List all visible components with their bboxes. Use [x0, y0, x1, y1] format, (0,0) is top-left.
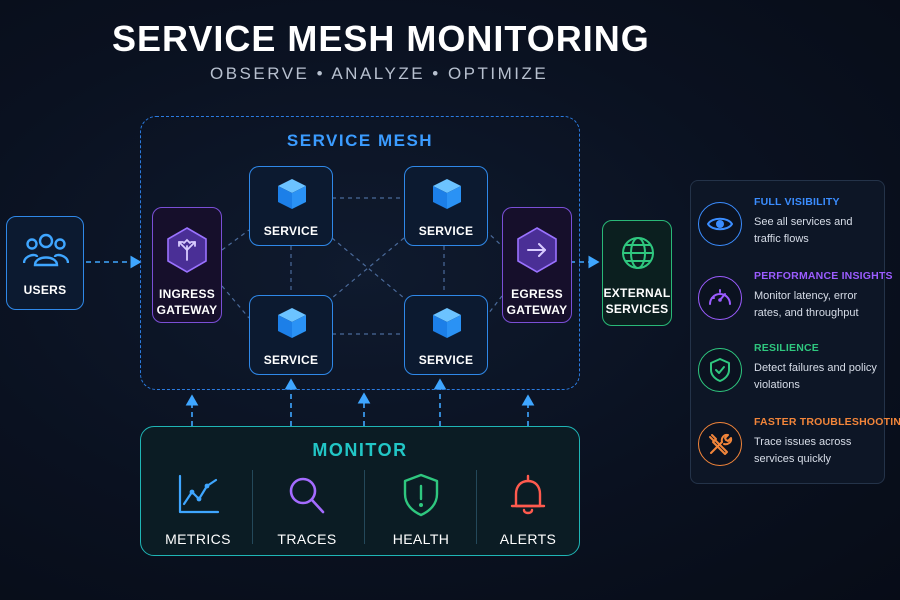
benefit-description: See all services and traffic flows — [754, 216, 853, 245]
monitor-divider — [252, 470, 253, 544]
shield-check-icon — [710, 358, 730, 382]
monitor-metrics-label: METRICS — [165, 531, 231, 547]
cube-icon — [278, 308, 306, 338]
monitor-alerts[interactable]: ALERTS — [473, 472, 583, 547]
benefit-title: FASTER TROUBLESHOOTING — [754, 416, 900, 428]
egress-label-line2: GATEWAY — [506, 303, 568, 317]
service-label: SERVICE — [418, 353, 474, 367]
service-mesh-container — [140, 116, 580, 390]
bell-icon — [510, 474, 546, 515]
globe-icon — [622, 237, 654, 269]
shield-alert-icon — [403, 473, 439, 517]
egress-label-line1: EGRESS — [511, 287, 563, 301]
benefit-full-visibility: FULL VISIBILITY See all services and tra… — [698, 196, 883, 258]
benefit-faster-troubleshooting: FASTER TROUBLESHOOTING Trace issues acro… — [698, 416, 900, 478]
ingress-gateway-node[interactable]: INGRESS GATEWAY — [152, 207, 222, 323]
arrow-right-icon — [517, 227, 557, 273]
service-label: SERVICE — [418, 224, 474, 238]
monitor-alerts-label: ALERTS — [499, 531, 557, 547]
benefit-description: Trace issues across services quickly — [754, 436, 852, 465]
eye-icon — [707, 217, 733, 231]
service-label: SERVICE — [263, 353, 319, 367]
external-label-line1: EXTERNAL — [603, 286, 671, 300]
benefit-title: PERFORMANCE INSIGHTS — [754, 270, 893, 282]
egress-gateway-node[interactable]: EGRESS GATEWAY — [502, 207, 572, 323]
external-label-line2: SERVICES — [605, 302, 669, 316]
gauge-icon — [709, 289, 731, 305]
benefit-description: Monitor latency, error rates, and throug… — [754, 290, 859, 319]
benefit-title: FULL VISIBILITY — [754, 196, 840, 208]
page-subtitle: OBSERVE • ANALYZE • OPTIMIZE — [210, 64, 549, 83]
service-node-4[interactable]: SERVICE — [404, 295, 488, 375]
link-ingress-bottom — [221, 285, 250, 319]
magnifier-icon — [289, 477, 325, 514]
service-node-2[interactable]: SERVICE — [404, 166, 488, 246]
line-chart-icon — [178, 474, 220, 514]
monitor-traces-label: TRACES — [277, 531, 337, 547]
users-label: USERS — [23, 283, 67, 297]
monitor-title: MONITOR — [312, 440, 408, 460]
users-icon — [23, 233, 69, 267]
monitor-health[interactable]: HEALTH — [366, 472, 476, 547]
monitor-traces[interactable]: TRACES — [252, 472, 362, 547]
monitor-divider — [476, 470, 477, 544]
monitor-metrics[interactable]: METRICS — [143, 472, 253, 547]
ingress-label-line1: INGRESS — [158, 287, 216, 301]
monitor-divider — [364, 470, 365, 544]
link-ingress-top — [221, 229, 250, 251]
monitor-health-label: HEALTH — [392, 531, 450, 547]
service-mesh-title: SERVICE MESH — [286, 131, 434, 150]
service-node-3[interactable]: SERVICE — [249, 295, 333, 375]
benefit-title: RESILIENCE — [754, 342, 820, 354]
benefit-performance-insights: PERFORMANCE INSIGHTS Monitor latency, er… — [698, 270, 893, 332]
cube-icon — [433, 179, 461, 209]
tools-icon — [709, 433, 733, 455]
users-node[interactable]: USERS — [6, 216, 84, 310]
ingress-label-line2: GATEWAY — [156, 303, 218, 317]
service-label: SERVICE — [263, 224, 319, 238]
cube-icon — [278, 179, 306, 209]
benefit-resilience: RESILIENCE Detect failures and policy vi… — [698, 342, 883, 404]
monitor-container — [140, 426, 580, 556]
external-services-node[interactable]: EXTERNAL SERVICES — [602, 220, 672, 326]
split-arrows-icon — [167, 227, 207, 273]
page-title: SERVICE MESH MONITORING — [112, 18, 650, 59]
service-node-1[interactable]: SERVICE — [249, 166, 333, 246]
cube-icon — [433, 308, 461, 338]
benefit-description: Detect failures and policy violations — [754, 362, 877, 391]
